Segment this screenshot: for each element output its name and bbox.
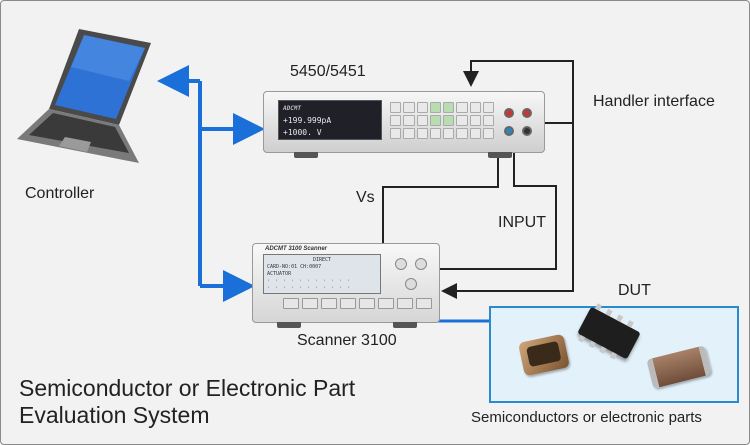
control-bus xyxy=(157,65,265,302)
meter-terminals xyxy=(500,102,538,142)
dut-parts-box xyxy=(489,306,739,403)
meter-voltage: +1000. V xyxy=(283,128,322,137)
meter-model-label: 5450/5451 xyxy=(290,63,366,80)
scanner-mode: DIRECT xyxy=(312,257,332,263)
dut-label: DUT xyxy=(618,282,651,299)
scanner-actuator: ACTUATOR xyxy=(267,271,292,277)
meter-reading: +199.999pA xyxy=(283,116,332,125)
capacitor-part-icon xyxy=(517,333,571,377)
scanner-knobs xyxy=(393,256,431,296)
scanner-buttons xyxy=(283,298,432,309)
scanner-channel: CARD-NO:01 CH:0007 xyxy=(267,264,322,270)
controller-label: Controller xyxy=(25,185,95,202)
handler-interface-wire xyxy=(441,60,574,299)
dut-caption: Semiconductors or electronic parts xyxy=(471,409,702,426)
scanner-display: DIRECT CARD-NO:01 CH:0007 ACTUATOR · · ·… xyxy=(263,254,381,294)
scanner-3100-instrument: ADCMT 3100 Scanner DIRECT CARD-NO:01 CH:… xyxy=(252,243,440,328)
meter-brand: ADCMT xyxy=(283,105,302,112)
scanner-model-label: Scanner 3100 xyxy=(297,332,397,349)
scanner-header: ADCMT 3100 Scanner xyxy=(265,246,328,252)
handler-interface-label: Handler interface xyxy=(593,93,715,110)
laptop-icon xyxy=(17,29,151,163)
blue-terminal-icon xyxy=(504,126,514,136)
vs-wire xyxy=(382,133,499,243)
ic-chip-icon xyxy=(577,306,641,360)
resistor-part-icon xyxy=(646,345,712,389)
meter-keypad xyxy=(390,102,494,139)
meter-display: ADCMT +199.999pA +1000. V xyxy=(278,100,382,140)
system-title: Semiconductor or Electronic Part Evaluat… xyxy=(19,375,355,429)
vs-label: Vs xyxy=(356,189,375,206)
system-title-line1: Semiconductor or Electronic Part xyxy=(19,375,356,401)
red-terminal-icon xyxy=(522,108,532,118)
meter-5450-instrument: ADCMT +199.999pA +1000. V xyxy=(263,91,545,158)
input-wire xyxy=(438,133,557,270)
red-terminal-icon xyxy=(504,108,514,118)
black-terminal-icon xyxy=(522,126,532,136)
input-label: INPUT xyxy=(498,214,546,231)
system-title-line2: Evaluation System xyxy=(19,402,210,428)
